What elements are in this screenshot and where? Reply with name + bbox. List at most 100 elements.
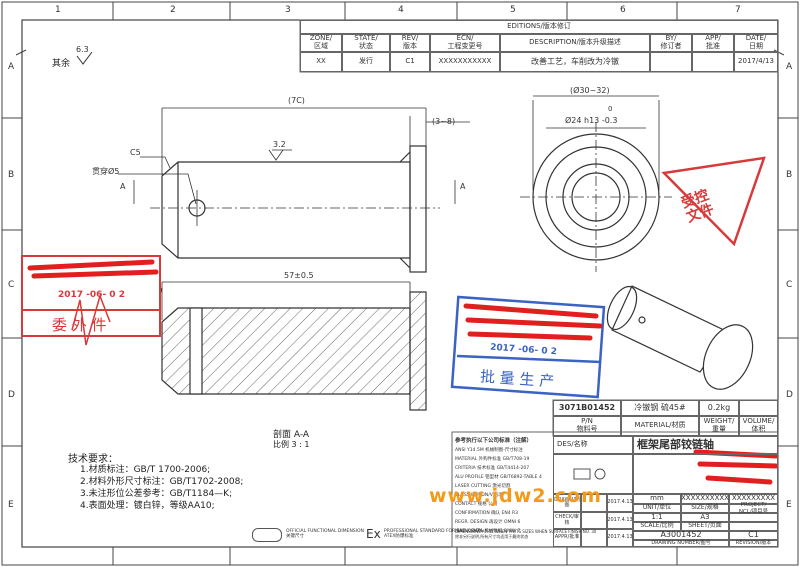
des-label: DES/名称 [553,436,633,454]
ex-note: PROFESSIONAL STANDARD FOR EXPLOSION ATEX… [384,529,483,540]
std-line: MATERIAL 外购件标准 GB/T708-19 [455,457,530,462]
zone-label: D [8,390,15,400]
company-name-area [633,454,778,494]
approved-label: APPR/批准 [553,529,581,547]
revision-value: C1 [729,530,778,540]
std-line: CONTACT 规格 公司 [455,502,498,507]
size-label: SIZE/规格 [681,504,729,513]
weight-label: WEIGHT/ 重量 [699,416,739,436]
std-line: REGR. DESIGN 再设计 OMNI 6 [455,520,521,525]
stamp-controlled-frame [661,156,766,247]
std-line: MACH. DATA 机械数据 OMNI 7 [455,529,521,534]
section-marker-left: A [120,182,126,191]
notes-title: 技术要求： [68,454,118,465]
zone-label: B [8,170,15,180]
zone-label: 2 [170,5,176,15]
stamp-mass-production-frame [450,295,606,399]
drawn-label: DRAWN/制图 [553,494,581,512]
company-logo-icon [573,468,606,480]
rev-header-state: STATE/ 状态 [342,34,390,52]
rev-header-description: DESCRIPTION/版本升级描述 [500,34,650,52]
section-title: 剖面 A-A [273,430,310,440]
rev-header-app: APP/ 批准 [692,34,734,52]
rev-header-date: DATE/ 日期 [734,34,778,52]
std-line: CLASS 级别 DN/V 标准 [455,493,504,498]
part-name: 框架尾部铰链轴 [633,436,778,454]
zone-label: 5 [510,5,516,15]
notes-line-3: 3.未注形位公差参考：GB/T1184—K; [80,489,233,499]
section-scale: 比例 3 : 1 [273,440,310,449]
pin-end-view [520,95,672,272]
zone-label: E [8,500,14,510]
zone-label: C [8,280,15,290]
rev-cell-ecn: XXXXXXXXXXX [430,52,500,72]
scale-label: SCALE/比例 [633,522,681,531]
check-by [581,512,607,529]
std-list: 参考执行以下公司标准（注解） ANSI Y14.5M 机械制图-尺寸标注 MAT… [455,436,551,534]
zone-label: B [786,170,793,180]
zone-label: D [786,390,793,400]
dim-through-hole: 贯穿Ø5 [92,167,120,176]
rev-cell-by [650,52,692,72]
revision-label: REVISION/版本 [729,540,778,547]
volume-label: VOLUME/ 体积 [739,416,778,436]
weight-value: 0.2kg [699,400,739,416]
roughness-icon [76,52,93,65]
official-dimension-note: OFFICIAL FUNCTIONAL DIMENSION 关键尺寸 [286,529,364,540]
drawing-number-label: DRAWING NUMBER/图号 [633,540,729,547]
zone-label: 1 [55,5,61,15]
std-line: ANSI Y14.5M 机械制图-尺寸标注 [455,448,523,453]
dim-overall-length: (7C) [288,96,305,105]
std-line: ALU PROFILE 铝型材 GB/T6892-TABLE 4 [455,475,542,480]
dim-roughness: 3.2 [273,140,286,149]
part-number: 3071B01452 [553,400,621,416]
std-line: CRITERIA 技术标准 GB/T4414-207 [455,466,530,471]
material-label: MATERIAL/材质 [621,416,699,436]
zone-label: 7 [735,5,741,15]
functional-dimension-icon [252,528,282,542]
project-value [729,513,778,522]
rev-header-by: BY/ 修订者 [650,34,692,52]
project-label: PROJECT/ NCL/项目号 [729,502,778,515]
notes-line-2: 2.材料外形尺寸标注：GB/T1702-2008; [80,477,244,487]
xfield-2: XXXXXXXXX [729,494,778,504]
rev-header-ecn: ECN/ 工程变更号 [430,34,500,52]
dim-section-length: 57±0.5 [284,271,314,280]
pin-side-view [150,145,440,273]
zone-label: C [786,280,793,290]
xfield-1: XXXXXXXXXX [681,494,729,504]
paper-value: A3 [681,513,729,522]
pin-section-view [159,287,427,411]
rev-cell-zone: XX [300,52,342,72]
dim-head-dia: (Ø30~32) [570,86,610,95]
rev-cell-date: 2017/4/13 [734,52,778,72]
notes-line-1: 1.材质标注：GB/T 1700-2006; [80,465,211,475]
approved-date: 2017.4.13 [607,529,633,547]
company-logo-block [553,454,633,494]
ex-symbol: Ex [366,527,381,541]
dim-tol-upper: 0 [608,105,613,113]
dim-chamfer: C5 [130,148,141,157]
zone-label: 6 [620,5,626,15]
std-line: CONFIRMATION 确认 EN4 R3 [455,511,519,516]
surface-finish-value: 6.3 [76,45,89,54]
sheet-value [729,522,778,531]
material-value: 冷镦钢 硫45# [621,400,699,416]
stamp-outsourced-frame [21,255,161,346]
zone-label: A [786,62,793,72]
stamp-outsourced-date: 2017 -06- 0 2 [58,290,125,300]
sheet-label: SHEET/页面 [681,522,729,531]
dimensions-apply-note: DIMENSIONS APPLY WHEN PARTS SIZES WHEN S… [455,529,597,539]
volume-value [739,400,778,416]
unit-label: UNIT/单位 [633,504,681,513]
zone-label: 4 [398,5,404,15]
unit-value: mm [633,494,681,504]
rev-header-zone: ZONE/ 区域 [300,34,342,52]
site-watermark: www.jdw2.com [429,485,602,507]
rev-cell-state: 发行 [342,52,390,72]
drawn-date: 2017.4.13 [607,494,633,512]
rev-cell-rev: C1 [390,52,430,72]
scale-value: 1:1 [633,513,681,522]
rev-cell-description: 改善工艺，车削改为冷镦 [500,52,650,72]
